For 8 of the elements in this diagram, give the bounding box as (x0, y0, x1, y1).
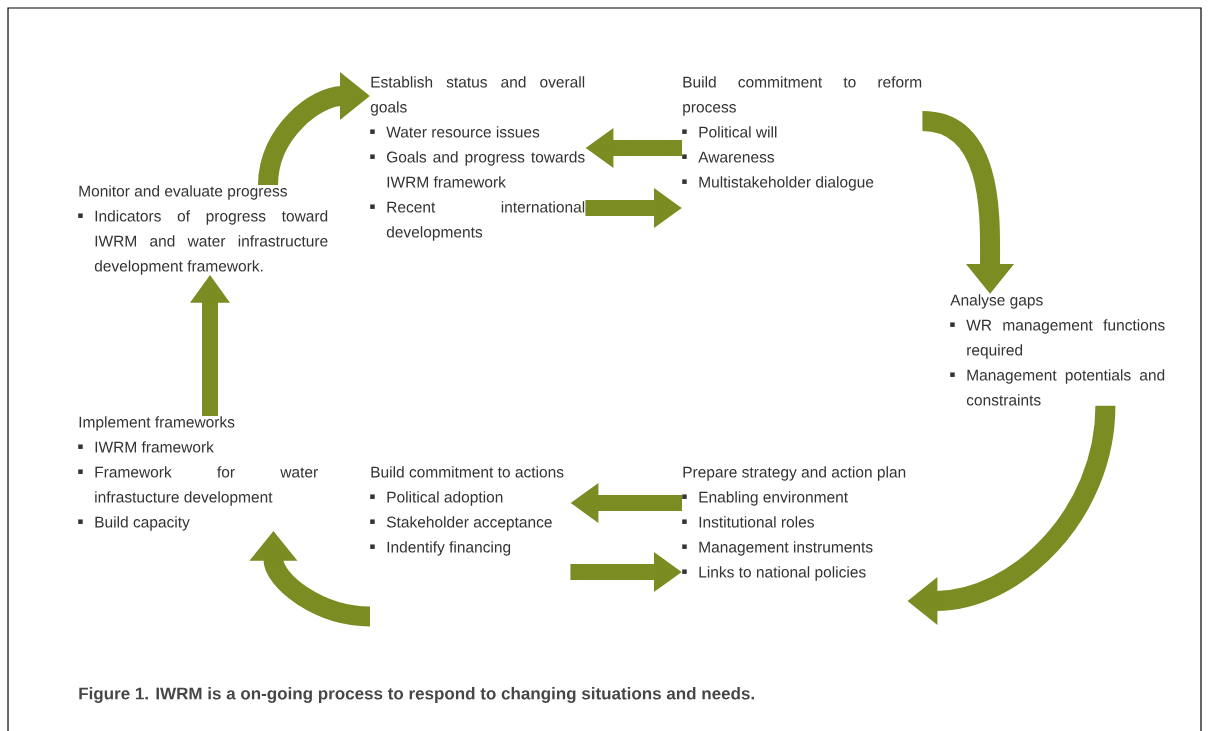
step-text: Establish status and overall goals Water resource issues Goals and progress towards IWRM framework Recent international developments (370, 76, 585, 241)
caption: Figure 1. IWRM is a on-going process to respond to changing situations and needs. (79, 687, 754, 703)
step-text: Monitor and evaluate progress Indicators of progress toward IWRM and water infrastructure development framework. (78, 185, 328, 275)
step-text: Build commitment to reform process Political will Awareness Multistakeholder dialogue (682, 76, 922, 191)
step-text: Prepare strategy and action plan Enabling environment Institutional roles Management instruments Links to national policies (682, 466, 906, 581)
step-text: Analyse gaps WR management functions required Management potentials and constraints (950, 294, 1165, 406)
step-text: Build commitment to actions Political adoption Stakeholder acceptance Indentify financing (370, 466, 564, 556)
step-text: Implement frameworks IWRM framework Framework for water infrastucture development Build capacity (78, 416, 318, 531)
